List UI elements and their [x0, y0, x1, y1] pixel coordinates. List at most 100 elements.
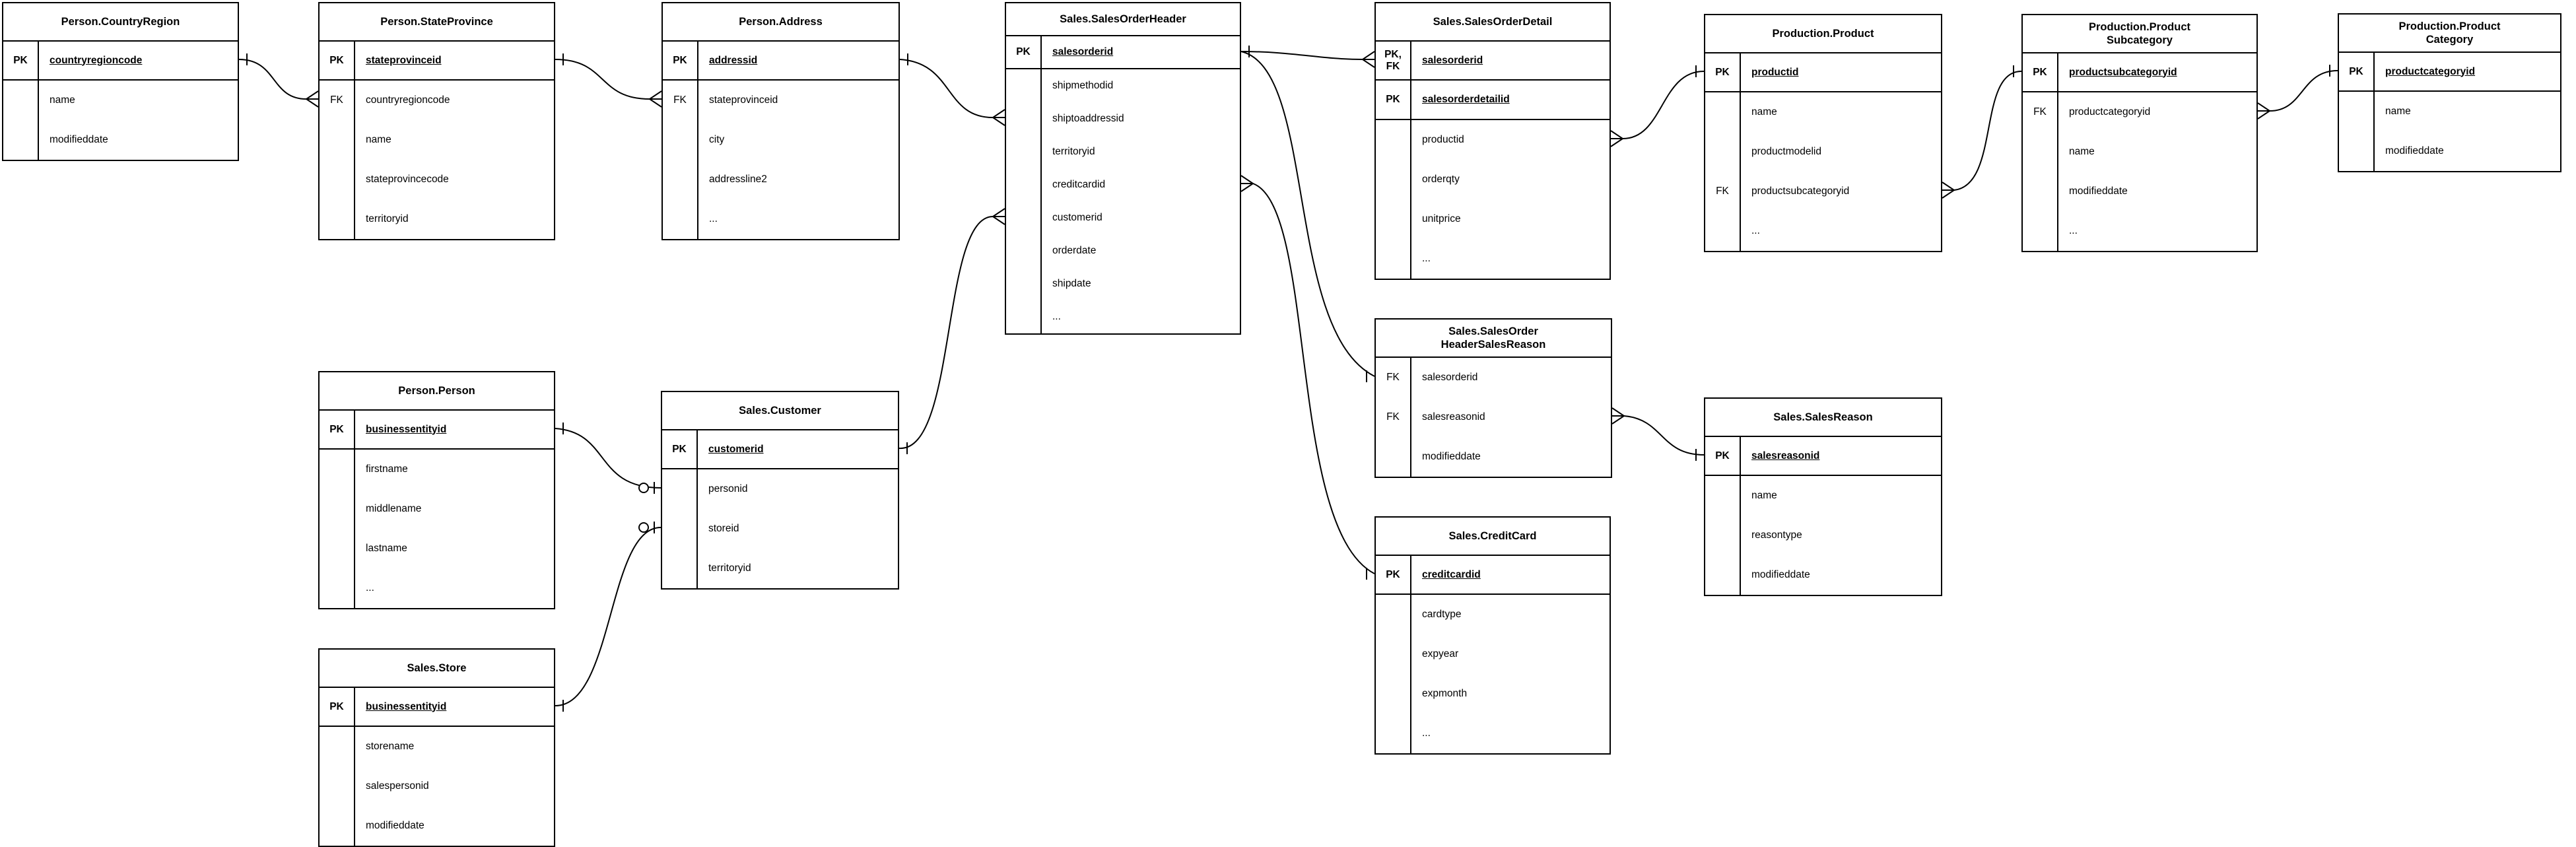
relationship-line: [555, 527, 661, 706]
field-name: ...: [1422, 728, 1431, 739]
key-badge-empty: [663, 120, 698, 160]
field-name: shiptoaddressid: [1052, 113, 1124, 124]
field-row: modifieddate: [2023, 172, 2256, 211]
relationship-headersalesreason-to-salesreason: [1611, 407, 1705, 461]
field-name: city: [709, 134, 725, 145]
field-row: name: [2339, 92, 2560, 131]
relationship-line: [238, 59, 307, 100]
key-badge-empty: [320, 120, 355, 160]
field-name: modifieddate: [1751, 569, 1810, 580]
relationship-productsubcategory-to-productcategory: [2257, 65, 2338, 119]
pk-field-name: salesorderid: [1052, 46, 1114, 57]
key-badge-empty: [1006, 300, 1042, 333]
field-name: ...: [709, 213, 718, 224]
field-name: name: [2069, 146, 2095, 157]
table-title: Sales.SalesOrderHeader: [1006, 3, 1240, 36]
many-marker: [1610, 130, 1624, 147]
key-badge-empty: [1705, 476, 1741, 516]
key-badge-empty: [1006, 168, 1042, 201]
key-badge-empty: [3, 81, 39, 120]
table-title-line: Person.StateProvince: [380, 16, 493, 28]
key-badge: PK: [662, 430, 698, 468]
key-badge-empty: [662, 469, 698, 509]
relationship-person-to-customer: [555, 423, 661, 494]
field-name: territoryid: [366, 213, 409, 224]
pk-field-name: businessentityid: [366, 700, 447, 712]
table-title-line: Category: [2425, 34, 2474, 46]
field-name: addressline2: [709, 174, 767, 185]
field-row: ...: [663, 199, 898, 239]
field-row: ...: [320, 568, 554, 608]
field-name: salesreasonid: [1422, 411, 1485, 423]
field-name: ...: [1751, 225, 1760, 236]
key-badge-empty: [320, 806, 355, 846]
many-marker: [1240, 175, 1254, 192]
relationship-customer-to-salesorderheader: [898, 208, 1005, 454]
relationship-line: [1252, 183, 1375, 574]
field-name: modifieddate: [2385, 145, 2444, 156]
field-row: PK customerid: [662, 430, 898, 469]
field-row: territoryid: [1006, 135, 1240, 168]
many-marker: [992, 208, 1005, 225]
field-name: orderdate: [1052, 245, 1097, 256]
field-name: personid: [708, 483, 748, 494]
key-badge-empty: [1376, 199, 1411, 239]
pk-field-name: customerid: [708, 443, 764, 455]
key-badge-empty: [1705, 211, 1741, 251]
key-badge: PK: [320, 411, 355, 448]
pk-field-name: productcategoryid: [2385, 65, 2476, 77]
key-badge-empty: [1376, 714, 1411, 753]
field-row: lastname: [320, 529, 554, 568]
table-title: Person.Person: [320, 372, 554, 411]
table-title-line: Sales.Store: [407, 662, 467, 674]
key-badge-empty: [1376, 437, 1411, 477]
key-badge: PK: [1705, 53, 1741, 91]
key-badge: FK: [663, 81, 698, 120]
field-name: storename: [366, 741, 415, 752]
field-name: orderqty: [1422, 174, 1460, 185]
many-marker: [1361, 51, 1375, 68]
key-badge: PK: [1376, 81, 1411, 119]
field-row: modifieddate: [320, 806, 554, 846]
field-name: territoryid: [1052, 146, 1095, 157]
table-title-line: Person.Address: [739, 16, 823, 28]
field-name: modifieddate: [2069, 186, 2128, 197]
relationship-salesorderheader-to-headersalesreason: [1240, 51, 1375, 382]
many-marker: [992, 109, 1005, 126]
field-row: creditcardid: [1006, 168, 1240, 201]
field-name: name: [1751, 106, 1777, 118]
field-row: territoryid: [320, 199, 554, 239]
table-title-line: Sales.SalesReason: [1773, 411, 1873, 423]
table-title: Production.Product: [1705, 15, 1941, 53]
key-badge-empty: [662, 509, 698, 549]
key-badge-empty: [320, 199, 355, 239]
field-row: name: [1705, 92, 1941, 132]
key-badge-empty: [662, 549, 698, 588]
key-badge: PK: [3, 42, 39, 79]
field-name: stateprovincecode: [366, 174, 449, 185]
pk-field-name: stateprovinceid: [366, 54, 442, 66]
table-title-line: Person.Person: [398, 385, 475, 397]
field-name: stateprovinceid: [709, 94, 778, 106]
relationship-line: [1953, 71, 2022, 191]
field-row: name: [320, 120, 554, 160]
field-row: shiptoaddressid: [1006, 102, 1240, 135]
field-row: FK stateprovinceid: [663, 81, 898, 120]
key-badge-empty: [320, 450, 355, 489]
pk-field-name: countryregioncode: [50, 54, 143, 66]
field-row: shipmethodid: [1006, 69, 1240, 102]
relationship-line: [898, 216, 994, 450]
table-title-line: HeaderSalesReason: [1441, 339, 1546, 351]
key-badge-empty: [320, 568, 355, 608]
pk-field-name: addressid: [709, 54, 758, 66]
